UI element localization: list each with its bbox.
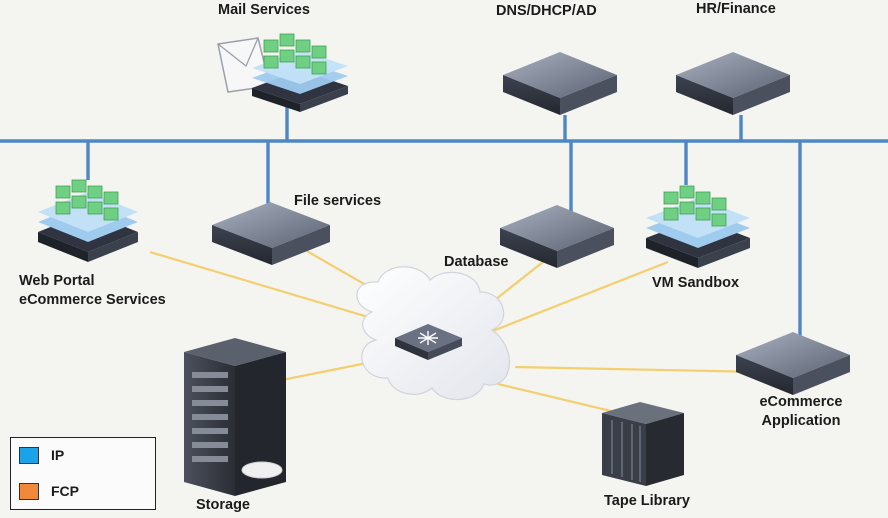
label-mail-services: Mail Services <box>218 2 310 18</box>
legend-item-ip: IP <box>19 444 64 466</box>
legend-label-fcp: FCP <box>51 483 79 499</box>
mail-services-device <box>217 33 348 112</box>
legend: IP FCP <box>10 437 156 510</box>
legend-item-fcp: FCP <box>19 480 79 502</box>
legend-label-ip: IP <box>51 447 65 463</box>
label-ecommerce-app-line1: eCommerce <box>759 394 843 410</box>
label-ecommerce-application: eCommerce Application <box>746 393 856 431</box>
legend-swatch-ip <box>19 446 39 464</box>
fcp-link-web-portal <box>149 250 386 324</box>
label-dns-dhcp-ad: DNS/DHCP/AD <box>496 3 597 19</box>
storage-device <box>184 338 286 496</box>
hr-finance-server-device <box>676 52 790 115</box>
fcp-link-ecommerce-app <box>514 365 761 374</box>
vm-sandbox-device <box>646 185 750 268</box>
database-server-device <box>500 205 614 268</box>
label-tape-library: Tape Library <box>604 493 690 509</box>
label-database: Database <box>444 254 509 270</box>
file-services-server-device <box>212 202 330 265</box>
legend-swatch-fcp <box>19 482 39 500</box>
fcp-link-storage <box>281 360 373 382</box>
san-cloud <box>356 266 510 401</box>
switch-icon <box>395 324 462 360</box>
label-ecommerce-app-line2: Application <box>761 413 841 429</box>
label-web-portal-line1: Web Portal <box>19 273 95 289</box>
dns-server-device <box>503 52 617 115</box>
label-web-portal: Web Portal eCommerce Services <box>19 272 166 310</box>
web-portal-device <box>38 179 138 262</box>
label-storage: Storage <box>196 497 250 513</box>
ecommerce-app-server-device <box>736 332 850 395</box>
fcp-link-vm-sandbox <box>479 260 669 338</box>
label-web-portal-line2: eCommerce Services <box>19 292 166 308</box>
label-file-services: File services <box>294 193 382 209</box>
label-vm-sandbox: VM Sandbox <box>652 275 740 291</box>
tape-library-device <box>602 402 684 486</box>
label-hr-finance: HR/Finance <box>696 1 776 17</box>
